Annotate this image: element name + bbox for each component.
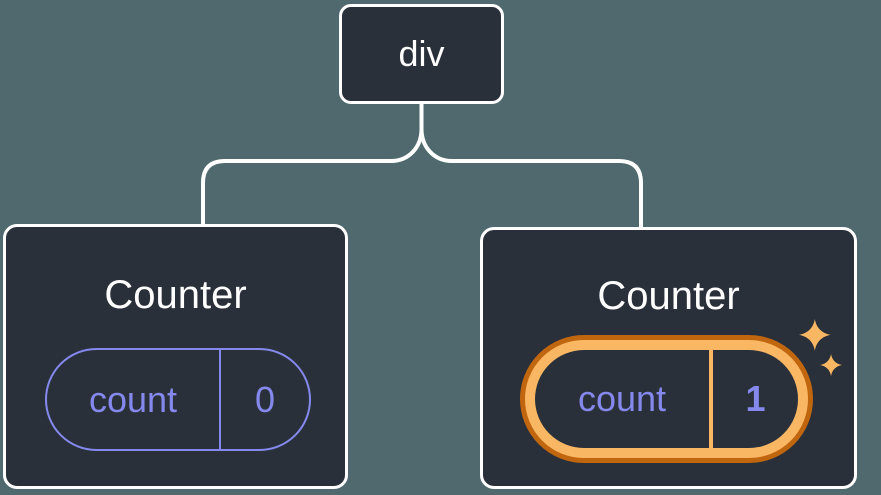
state-label: count bbox=[47, 350, 221, 449]
node-label: div bbox=[398, 33, 445, 74]
state-value: 1 bbox=[745, 378, 766, 419]
component-title: Counter bbox=[104, 273, 247, 317]
state-pill: count 1 bbox=[535, 350, 798, 448]
counter-card-right: Counter count 1 bbox=[480, 227, 857, 489]
state-label: count bbox=[535, 350, 713, 448]
sparkles-icon bbox=[799, 319, 843, 377]
connector-left-branch bbox=[201, 127, 424, 228]
tree-node-div: div bbox=[339, 4, 504, 104]
state-pill: count 0 bbox=[45, 348, 311, 451]
component-title: Counter bbox=[597, 274, 740, 318]
connector-right-branch bbox=[419, 127, 643, 231]
counter-card-left: Counter count 0 bbox=[3, 224, 348, 489]
state-value: 0 bbox=[254, 378, 276, 420]
sparkle-large bbox=[799, 319, 831, 351]
state-pill-highlighted: count 1 bbox=[520, 335, 813, 463]
sparkle-small bbox=[820, 354, 843, 377]
